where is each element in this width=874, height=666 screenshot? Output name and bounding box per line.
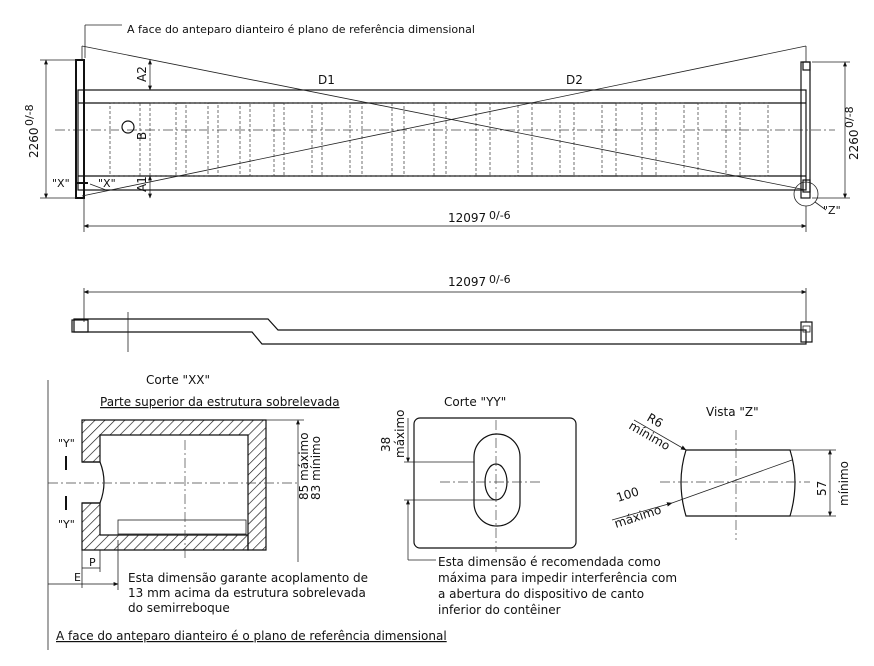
side-length-tolerance: 0/-6 [489, 273, 511, 286]
section-xx-coupler-opening [82, 461, 105, 504]
marker-x-left: "X" [52, 177, 70, 190]
side-rear-corner-detail [802, 325, 811, 333]
dim-38-label: máximo [393, 409, 407, 458]
side-view: 12097 0/-6 [71, 273, 813, 352]
dim-85-max: 85 máximo [297, 432, 311, 500]
section-xx-plate [117, 519, 247, 535]
label-p: P [89, 556, 96, 569]
width-right-value: 2260 [847, 129, 861, 160]
side-front-coupler [71, 319, 89, 333]
width-left-value: 2260 [27, 127, 41, 158]
view-z-title: Vista "Z" [706, 405, 759, 419]
view-z-diag-leader [611, 502, 673, 521]
section-xx-note-line3: do semirreboque [128, 601, 230, 615]
diagonal-d1 [81, 45, 807, 191]
label-e: E [74, 571, 81, 584]
top-view: A face do anteparo dianteiro é plano de … [23, 23, 861, 232]
section-yy: Corte "YY" 38 máximo Esta dimensão é rec… [379, 395, 677, 617]
view-z-diagonal [671, 459, 793, 504]
diagonal-d2 [81, 45, 807, 197]
section-yy-slot [473, 433, 521, 527]
section-yy-note-line1: Esta dimensão é recomendada como [438, 555, 661, 569]
dim-83-min: 83 mínimo [309, 436, 323, 500]
front-bulkhead [75, 59, 85, 199]
diag-label: máximo [613, 503, 663, 531]
length-value: 12097 [448, 211, 486, 225]
section-xx-upper-hatch [81, 419, 267, 551]
section-xx-title: Corte "XX" [146, 373, 210, 387]
y-marker-top: "Y" [58, 437, 75, 450]
hole-b [121, 120, 135, 134]
view-z-leader [814, 201, 827, 211]
side-rear-corner [800, 321, 813, 343]
side-frame-profile [73, 318, 807, 345]
section-yy-note-line3: a abertura do dispositivo de canto [438, 587, 644, 601]
section-yy-note-line2: máxima para impedir interferência com [438, 571, 677, 585]
length-tolerance: 0/-6 [489, 209, 511, 222]
section-xx: Corte "XX" Parte superior da estrutura s… [47, 373, 368, 650]
side-length-value: 12097 [448, 275, 486, 289]
width-right-tolerance: 0/-8 [843, 106, 856, 128]
view-z-outline [680, 449, 796, 517]
rear-top-corner-casting [802, 61, 811, 71]
label-b: B [135, 132, 149, 140]
marker-z: "Z" [823, 204, 841, 217]
width-left-tolerance: 0/-8 [23, 104, 36, 126]
section-yy-note-line4: inferior do contêiner [438, 603, 561, 617]
view-z: Vista "Z" R6 mínimo 100 máximo 57 mínimo [611, 405, 851, 540]
view-z-radius-leader [633, 419, 687, 451]
label-a1: A1 [135, 176, 149, 192]
label-d1: D1 [318, 73, 335, 87]
radius-value: R6 [645, 410, 666, 430]
rear-bottom-corner-casting [802, 179, 811, 193]
section-xx-top-label: Parte superior da estrutura sobrelevada [100, 395, 340, 409]
frame-outline [77, 89, 807, 191]
height-value: 57 [815, 481, 829, 496]
label-a2: A2 [135, 66, 149, 82]
cross-members [109, 102, 769, 177]
dim-38-value: 38 [379, 437, 393, 452]
section-xx-lower-hatch [81, 502, 249, 551]
section-xx-note-line1: Esta dimensão garante acoplamento de [128, 571, 368, 585]
marker-x-right: "X" [98, 177, 116, 190]
height-label: mínimo [837, 461, 851, 506]
y-marker-bottom: "Y" [58, 518, 75, 531]
section-yy-title: Corte "YY" [444, 395, 506, 409]
bottom-reference-note: A face do anteparo dianteiro é o plano d… [56, 629, 447, 643]
top-reference-note: A face do anteparo dianteiro é plano de … [127, 23, 475, 36]
section-yy-plate [413, 417, 577, 549]
section-xx-note-line2: 13 mm acima da estrutura sobrelevada [128, 586, 366, 600]
diag-value: 100 [615, 484, 641, 504]
width-right-label: 2260 0/-8 [843, 106, 861, 160]
width-left-label: 2260 0/-8 [23, 104, 41, 158]
label-d2: D2 [566, 73, 583, 87]
section-x-leader [89, 183, 107, 191]
